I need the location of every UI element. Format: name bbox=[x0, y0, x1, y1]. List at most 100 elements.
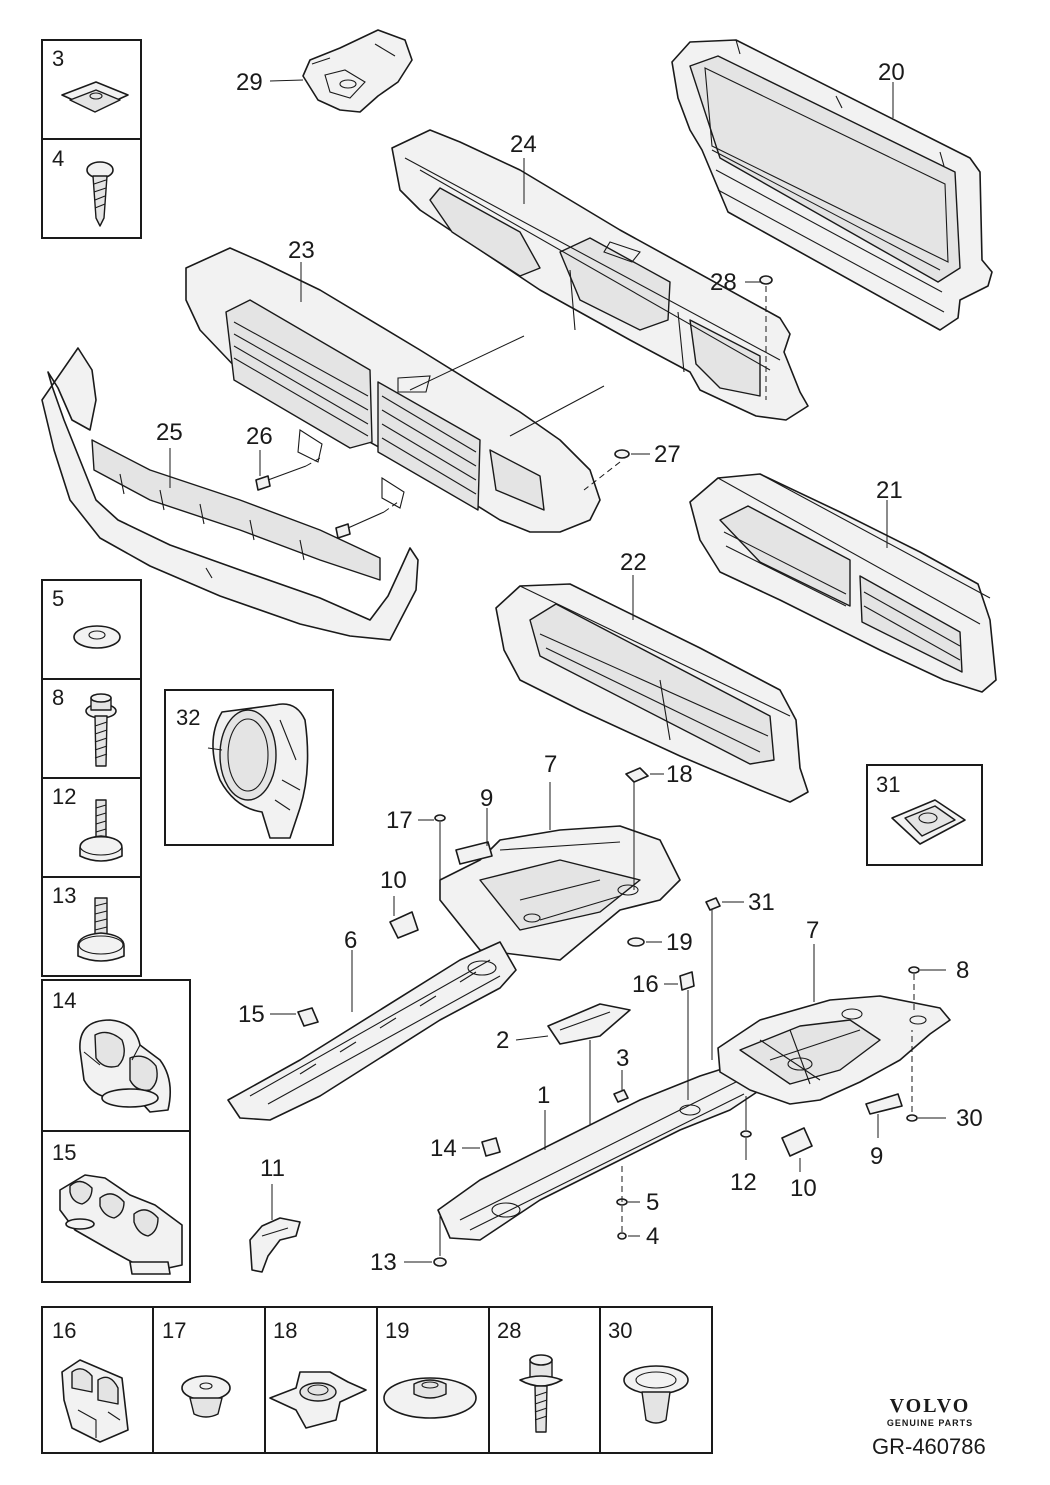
part-10-clip bbox=[389, 896, 419, 939]
callout-1: 1 bbox=[537, 1082, 550, 1109]
callout-22: 22 bbox=[620, 549, 647, 576]
box-fasteners-bottom: 16 17 18 19 28 30 bbox=[41, 1306, 713, 1454]
callout-labels: 1 2 3 4 5 6 7 7 8 9 9 10 10 11 12 13 14 … bbox=[156, 59, 983, 1276]
callout-25: 25 bbox=[156, 419, 183, 446]
box-label-13: 13 bbox=[52, 883, 76, 908]
callout-26: 26 bbox=[246, 423, 273, 450]
flange-nut-icon bbox=[623, 1365, 689, 1424]
parts-4-5-fasteners bbox=[616, 1166, 640, 1240]
box-label-31: 31 bbox=[876, 772, 900, 797]
callout-10: 10 bbox=[380, 867, 407, 894]
box-small-parts-top: 3 4 bbox=[41, 39, 142, 239]
part-3-clip-nut bbox=[613, 1070, 629, 1103]
callout-11: 11 bbox=[260, 1155, 285, 1182]
callout-23: 23 bbox=[288, 237, 315, 264]
part-7-upper-undertray bbox=[439, 782, 681, 961]
part-17-grommet bbox=[418, 814, 446, 884]
callout-5: 5 bbox=[646, 1189, 659, 1216]
box-label-28: 28 bbox=[497, 1318, 521, 1343]
part-2-heat-shield bbox=[515, 1003, 631, 1160]
push-nut-icon bbox=[383, 1377, 477, 1419]
part-24-radiator-carrier bbox=[391, 129, 809, 421]
callout-3: 3 bbox=[616, 1045, 629, 1072]
part-10-clip bbox=[781, 1127, 813, 1172]
brand-logo: VOLVO GENUINE PARTS bbox=[860, 1395, 1000, 1429]
box-label-3: 3 bbox=[52, 46, 64, 71]
grommet-icon bbox=[181, 1375, 231, 1418]
part-29-bracket bbox=[269, 29, 413, 113]
flange-bolt-icon bbox=[85, 693, 117, 767]
part-9-bracket bbox=[455, 808, 493, 865]
part-12-stud bbox=[740, 1096, 752, 1160]
callout-13: 13 bbox=[370, 1249, 397, 1276]
callout-9: 9 bbox=[480, 785, 493, 812]
box-label-4: 4 bbox=[52, 146, 64, 171]
box-label-16: 16 bbox=[52, 1318, 76, 1343]
flange-bolt-icon bbox=[519, 1354, 563, 1433]
callout-16: 16 bbox=[632, 971, 659, 998]
callout-8: 8 bbox=[956, 957, 969, 984]
callout-24: 24 bbox=[510, 131, 537, 158]
inset-box-32: 32 bbox=[164, 689, 334, 846]
part-31-clip-nut bbox=[705, 897, 744, 1060]
box-label-30: 30 bbox=[608, 1318, 632, 1343]
brand-name: VOLVO bbox=[889, 1395, 971, 1417]
box-label-17: 17 bbox=[162, 1318, 186, 1343]
cable-clip-icon bbox=[61, 1359, 129, 1443]
part-23-shutter-frame bbox=[185, 247, 601, 533]
box-label-15: 15 bbox=[52, 1140, 76, 1165]
callout-30: 30 bbox=[956, 1105, 983, 1132]
part-18-spring-nut bbox=[625, 767, 664, 890]
part-27-nut bbox=[583, 449, 650, 491]
part-9-bracket bbox=[865, 1093, 903, 1138]
callout-17: 17 bbox=[386, 807, 413, 834]
callout-2: 2 bbox=[496, 1027, 509, 1054]
callout-12: 12 bbox=[730, 1169, 757, 1196]
callout-21: 21 bbox=[876, 477, 903, 504]
callout-7: 7 bbox=[544, 751, 557, 778]
callout-14: 14 bbox=[430, 1135, 457, 1162]
part-20-air-guide bbox=[671, 39, 993, 331]
screw-icon bbox=[86, 161, 114, 227]
callout-4: 4 bbox=[646, 1223, 659, 1250]
callout-29: 29 bbox=[236, 69, 263, 96]
stud-bolt-icon bbox=[79, 799, 123, 862]
callout-6: 6 bbox=[344, 927, 357, 954]
callout-10b: 10 bbox=[790, 1175, 817, 1202]
callout-28: 28 bbox=[710, 269, 737, 296]
part-26-bolts bbox=[255, 450, 399, 539]
box-31: 31 bbox=[866, 764, 983, 866]
part-30-nut bbox=[906, 1030, 946, 1122]
box-label-5: 5 bbox=[52, 586, 64, 611]
part-11-bracket bbox=[249, 1184, 301, 1273]
callout-9b: 9 bbox=[870, 1143, 883, 1170]
part-28-bolt bbox=[745, 275, 773, 400]
callout-18: 18 bbox=[666, 761, 693, 788]
part-8-bolt bbox=[908, 966, 946, 1012]
callout-31: 31 bbox=[748, 889, 775, 916]
mounting-bracket-icon bbox=[207, 703, 309, 839]
box-clips: 14 15 bbox=[41, 979, 191, 1283]
part-25-spoiler bbox=[41, 347, 419, 641]
box-label-32: 32 bbox=[176, 705, 200, 730]
callout-27: 27 bbox=[654, 441, 681, 468]
box-label-19: 19 bbox=[385, 1318, 409, 1343]
diagram-reference: GR-460786 bbox=[872, 1434, 986, 1459]
part-21-air-deflector bbox=[689, 473, 997, 693]
part-19-push-nut bbox=[627, 937, 662, 947]
clip-nut-icon bbox=[891, 799, 966, 845]
callout-7b: 7 bbox=[806, 917, 819, 944]
part-16-clip bbox=[664, 971, 695, 1100]
double-pipe-clip-icon bbox=[79, 1019, 171, 1113]
box-label-14: 14 bbox=[52, 988, 76, 1013]
part-15-clip bbox=[270, 1007, 319, 1027]
callout-19: 19 bbox=[666, 929, 693, 956]
triple-pipe-clip-icon bbox=[59, 1174, 183, 1275]
part-1-center-undertray bbox=[437, 1059, 761, 1241]
part-13-stud bbox=[404, 1216, 447, 1267]
box-label-8: 8 bbox=[52, 685, 64, 710]
part-6-side-undertray bbox=[227, 941, 517, 1121]
washer-icon bbox=[73, 625, 121, 649]
part-22-air-deflector bbox=[495, 575, 809, 803]
